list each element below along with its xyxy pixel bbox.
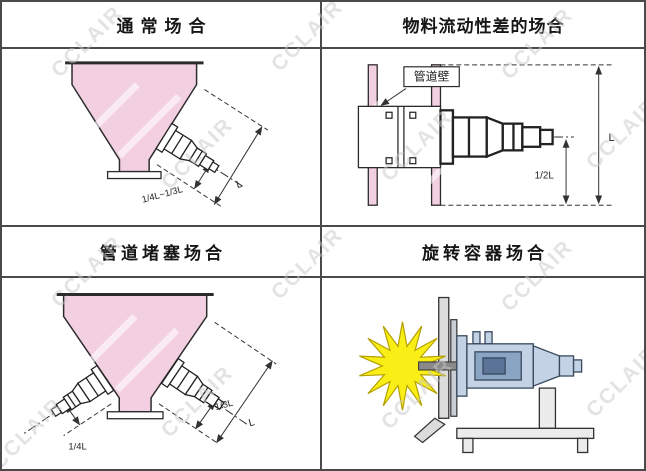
dim-length-label: L [235,179,244,191]
panel-rotating [322,278,644,469]
panel-title-blockage-text: 管道堵塞场合 [100,244,226,263]
impact-starburst [359,321,446,411]
hopper [56,293,214,420]
mounting-stand [456,387,595,454]
pipe-wall-label: 管道壁 [414,70,450,84]
panel-blockage: 1/4L 1/3L L [2,278,322,469]
pipe-wall-callout: 管道壁 [380,66,460,106]
watermark-streaks [83,313,180,393]
rotary-vibrator [456,331,583,397]
panel-poor-flow: 管道壁 1/2L L [322,49,644,227]
mounting-plate [357,105,442,169]
rotating-container-diagram [359,296,595,454]
vibrator [439,109,554,165]
panel-normal: 1/4L~1/3L L [2,49,322,227]
poor-flowability-diagram: 管道壁 1/2L L [357,64,615,206]
panel-title-rotating-text: 旋转容器场合 [422,244,548,263]
hopper-outlet-flange [106,170,162,180]
hopper [65,61,204,180]
panel-title-poor-flow: 物料流动性差的场合 [322,2,644,49]
vibrator-left [44,364,115,426]
watermark-streaks [87,82,182,159]
pipe-blockage-diagram: 1/4L 1/3L L [23,293,277,452]
hopper-outlet-flange [106,411,164,420]
impact-rod [418,361,458,371]
dim-length-label: L [248,417,257,429]
vibrator [155,122,226,183]
panel-title-normal-text: 通常场合 [116,17,213,36]
panel-title-normal: 通常场合 [2,2,322,49]
dim-length-label: L [609,132,615,144]
panel-title-rotating: 旋转容器场合 [322,227,644,278]
panel-title-poor-flow-text: 物料流动性差的场合 [402,17,565,36]
panel-title-blockage: 管道堵塞场合 [2,227,322,278]
dim-quarter-label: 1/4L [68,441,86,452]
dim-range-label: 1/4L~1/3L [140,183,183,204]
normal-case-diagram: 1/4L~1/3L L [65,61,269,208]
dim-half-label: 1/2L [535,171,555,182]
dim-third-label: 1/3L [213,397,234,412]
